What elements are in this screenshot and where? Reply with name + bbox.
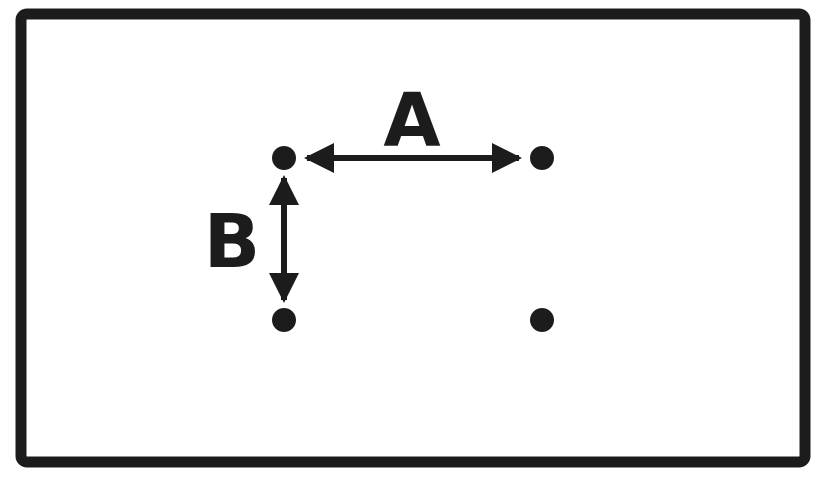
- label-horizontal: A: [383, 78, 440, 164]
- dot-bottom-left: [272, 308, 296, 332]
- dot-bottom-right: [530, 308, 554, 332]
- dot-top-left: [272, 146, 296, 170]
- dot-top-right: [530, 146, 554, 170]
- diagram-frame: [15, 8, 811, 468]
- label-vertical: B: [204, 199, 260, 285]
